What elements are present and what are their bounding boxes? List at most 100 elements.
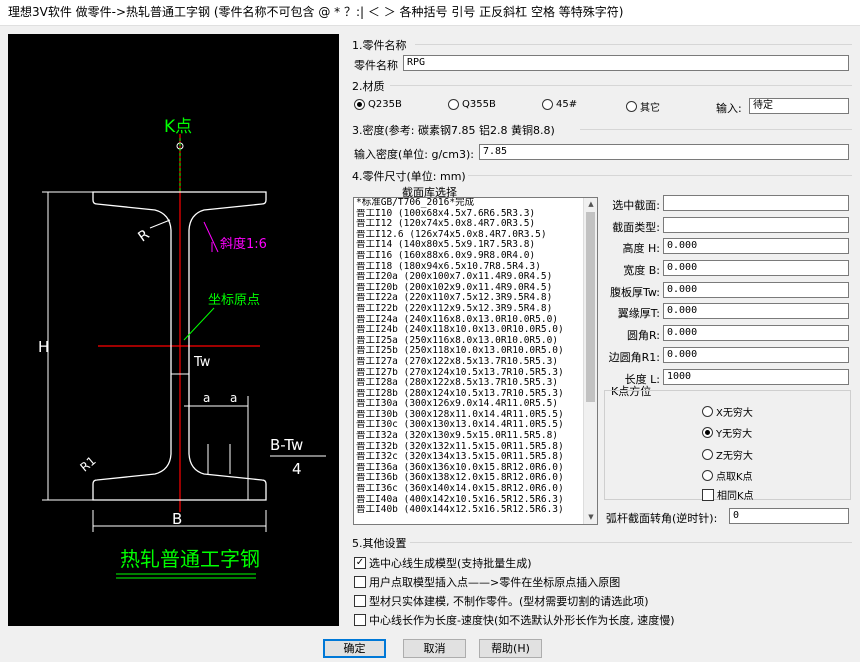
scroll-thumb[interactable] bbox=[586, 212, 595, 402]
ok-button[interactable]: 确定 bbox=[323, 639, 386, 658]
edge-fillet-r1-label: 边圆角R1: bbox=[608, 351, 660, 364]
list-item[interactable]: 普工I18 (180x94x6.5x10.7R8.5R4.3) bbox=[356, 261, 541, 272]
width-b-label: 宽度 B: bbox=[623, 264, 660, 277]
list-item[interactable]: 普工I32b (320x132x11.5x15.0R11.5R5.8) bbox=[356, 441, 564, 452]
i-beam-diagram: K点 H R 斜度1:6 坐标原点 Tw a a B-Tw 4 R1 bbox=[38, 117, 326, 579]
list-item[interactable]: 普工I14 (140x80x5.5x9.1R7.5R3.8) bbox=[356, 240, 536, 251]
library-label: 截面库选择 bbox=[402, 186, 457, 199]
part-name-label: 零件名称 bbox=[354, 59, 398, 72]
section1-title: 1.零件名称 bbox=[352, 39, 407, 52]
list-item[interactable]: 普工I32a (320x130x9.5x15.0R11.5R5.8) bbox=[356, 431, 559, 442]
k-direction-label: K点方位 bbox=[611, 385, 652, 398]
list-scrollbar[interactable]: ▲ ▼ bbox=[583, 198, 597, 524]
option-centerline-length-checkbox[interactable]: 中心线长作为长度-速度快(如不选默认外形长作为长度, 速度慢) bbox=[354, 612, 675, 628]
list-item[interactable]: 普工I10 (100x68x4.5x7.6R6.5R3.3) bbox=[356, 208, 536, 219]
section-drawing: K点 H R 斜度1:6 坐标原点 Tw a a B-Tw 4 R1 bbox=[8, 34, 339, 626]
edge-fillet-r1-input[interactable]: 0.000 bbox=[663, 347, 849, 363]
option-solid-only-checkbox[interactable]: 型材只实体建模, 不制作零件。(型材需要切割的请选此项) bbox=[354, 593, 649, 609]
origin-label: 坐标原点 bbox=[208, 293, 260, 308]
web-thickness-tw-label: 腹板厚Tw: bbox=[610, 286, 660, 299]
material-q235b-radio[interactable]: Q235B bbox=[354, 99, 402, 110]
help-button[interactable]: 帮助(H) bbox=[479, 639, 542, 658]
list-item[interactable]: 普工I27a (270x122x8.5x13.7R10.5R5.3) bbox=[356, 356, 559, 367]
dimension-r1-label: R1 bbox=[77, 454, 98, 475]
arc-angle-label: 弧杆截面转角(逆时针): bbox=[606, 512, 718, 525]
list-item[interactable]: 普工I20b (200x102x9.0x11.4R9.0R4.5) bbox=[356, 282, 553, 293]
list-item[interactable]: 普工I20a (200x100x7.0x11.4R9.0R4.5) bbox=[356, 272, 553, 283]
k-z-infinite-radio[interactable]: Z无穷大 bbox=[702, 447, 753, 462]
material-input-label: 输入: bbox=[716, 102, 742, 115]
list-item[interactable]: 普工I24b (240x118x10.0x13.0R10.0R5.0) bbox=[356, 325, 564, 336]
dimension-a-label-1: a bbox=[203, 391, 210, 405]
dimension-b-label: B bbox=[172, 510, 182, 528]
height-h-input[interactable]: 0.000 bbox=[663, 238, 849, 254]
height-h-label: 高度 H: bbox=[622, 242, 660, 255]
list-item[interactable]: 普工I28b (280x124x10.5x13.7R10.5R5.3) bbox=[356, 388, 564, 399]
section2-title: 2.材质 bbox=[352, 80, 385, 93]
k-y-infinite-radio[interactable]: Y无穷大 bbox=[702, 425, 752, 440]
list-item[interactable]: 普工I22b (220x112x9.5x12.3R9.5R4.8) bbox=[356, 303, 553, 314]
dimension-b-tw-numerator: B-Tw bbox=[270, 436, 303, 454]
length-l-input[interactable]: 1000 bbox=[663, 369, 849, 385]
list-item[interactable]: 普工I16 (160x88x6.0x9.9R8.0R4.0) bbox=[356, 250, 536, 261]
window-title: 理想3V软件 做零件->热轧普通工字钢 (零件名称不可包含 @ * ？:| ＜ … bbox=[0, 0, 860, 26]
list-item[interactable]: 普工I22a (220x110x7.5x12.3R9.5R4.8) bbox=[356, 293, 553, 304]
list-item[interactable]: 普工I28a (280x122x8.5x13.7R10.5R5.3) bbox=[356, 378, 559, 389]
list-item[interactable]: 普工I12 (120x74x5.0x8.4R7.0R3.5) bbox=[356, 219, 536, 230]
k-pick-point-radio[interactable]: 点取K点 bbox=[702, 468, 753, 483]
list-item[interactable]: 普工I40a (400x142x10.5x16.5R12.5R6.3) bbox=[356, 494, 564, 505]
material-other-radio[interactable]: 其它 bbox=[626, 99, 660, 114]
arc-angle-input[interactable]: 0 bbox=[729, 508, 849, 524]
part-name-input[interactable]: RPG bbox=[403, 55, 849, 71]
section-type-label: 截面类型: bbox=[612, 221, 660, 234]
flange-thickness-t-label: 翼缘厚T: bbox=[617, 307, 660, 320]
flange-thickness-t-input[interactable]: 0.000 bbox=[663, 303, 849, 319]
slope-label: 斜度1:6 bbox=[220, 236, 267, 252]
dimension-h-label: H bbox=[38, 338, 49, 356]
list-item[interactable]: 普工I36a (360x136x10.0x15.8R12.0R6.0) bbox=[356, 462, 564, 473]
list-item[interactable]: 普工I30a (300x126x9.0x14.4R11.0R5.5) bbox=[356, 399, 559, 410]
drawing-caption: 热轧普通工字钢 bbox=[120, 547, 260, 571]
list-item[interactable]: 普工I40b (400x144x12.5x16.5R12.5R6.3) bbox=[356, 505, 564, 516]
dimension-b-tw-denominator: 4 bbox=[292, 460, 302, 478]
i-beam-outline bbox=[92, 191, 267, 501]
list-item[interactable]: 普工I25b (250x118x10.0x13.0R10.0R5.0) bbox=[356, 346, 564, 357]
scroll-down-icon[interactable]: ▼ bbox=[588, 513, 594, 521]
material-q355b-radio[interactable]: Q355B bbox=[448, 99, 496, 110]
fillet-r-label: 圆角R: bbox=[626, 329, 660, 342]
cancel-button[interactable]: 取消 bbox=[403, 639, 466, 658]
selected-section-input[interactable] bbox=[663, 195, 849, 211]
option-centerline-model-checkbox[interactable]: ✓选中心线生成模型(支持批量生成) bbox=[354, 557, 532, 570]
option-user-insert-point-checkbox[interactable]: 用户点取模型插入点——>零件在坐标原点插入原图 bbox=[354, 574, 620, 590]
list-item[interactable]: 普工I36c (360x140x14.0x15.8R12.0R6.0) bbox=[356, 484, 564, 495]
material-45-radio[interactable]: 45# bbox=[542, 99, 577, 110]
selected-section-label: 选中截面: bbox=[612, 199, 660, 212]
list-item[interactable]: 普工I12.6 (126x74x5.0x8.4R7.0R3.5) bbox=[356, 229, 547, 240]
dimension-r-label: R bbox=[135, 227, 152, 246]
list-item[interactable]: *标准GB/T706_2016*完成 bbox=[356, 198, 475, 208]
web-thickness-tw-input[interactable]: 0.000 bbox=[663, 282, 849, 298]
list-item[interactable]: 普工I30c (300x130x13.0x14.4R11.0R5.5) bbox=[356, 420, 564, 431]
list-item[interactable]: 普工I30b (300x128x11.0x14.4R11.0R5.5) bbox=[356, 409, 564, 420]
list-item[interactable]: 普工I24a (240x116x8.0x13.0R10.0R5.0) bbox=[356, 314, 559, 325]
list-item[interactable]: 普工I32c (320x134x13.5x15.0R11.5R5.8) bbox=[356, 452, 564, 463]
dimension-a-label-2: a bbox=[230, 391, 237, 405]
density-input[interactable]: 7.85 bbox=[479, 144, 849, 160]
list-item[interactable]: 普工I36b (360x138x12.0x15.8R12.0R6.0) bbox=[356, 473, 564, 484]
scroll-up-icon[interactable]: ▲ bbox=[588, 200, 594, 208]
list-item[interactable]: 普工I25a (250x116x8.0x13.0R10.0R5.0) bbox=[356, 335, 559, 346]
section5-title: 5.其他设置 bbox=[352, 537, 407, 550]
section-library-list[interactable]: *标准GB/T706_2016*完成普工I10 (100x68x4.5x7.6R… bbox=[353, 197, 598, 525]
density-label: 输入密度(单位: g/cm3): bbox=[354, 148, 474, 161]
material-input[interactable]: 待定 bbox=[749, 98, 849, 114]
section3-title: 3.密度(参考: 碳素钢7.85 铝2.8 黄铜8.8) bbox=[352, 124, 555, 137]
length-l-label: 长度 L: bbox=[624, 373, 660, 386]
section4-title: 4.零件尺寸(单位: mm) bbox=[352, 170, 466, 183]
same-k-checkbox[interactable]: 相同K点 bbox=[702, 487, 754, 502]
k-x-infinite-radio[interactable]: X无穷大 bbox=[702, 404, 753, 419]
list-item[interactable]: 普工I27b (270x124x10.5x13.7R10.5R5.3) bbox=[356, 367, 564, 378]
width-b-input[interactable]: 0.000 bbox=[663, 260, 849, 276]
fillet-r-input[interactable]: 0.000 bbox=[663, 325, 849, 341]
section-type-input[interactable] bbox=[663, 217, 849, 233]
dimension-tw-label: Tw bbox=[193, 355, 211, 370]
